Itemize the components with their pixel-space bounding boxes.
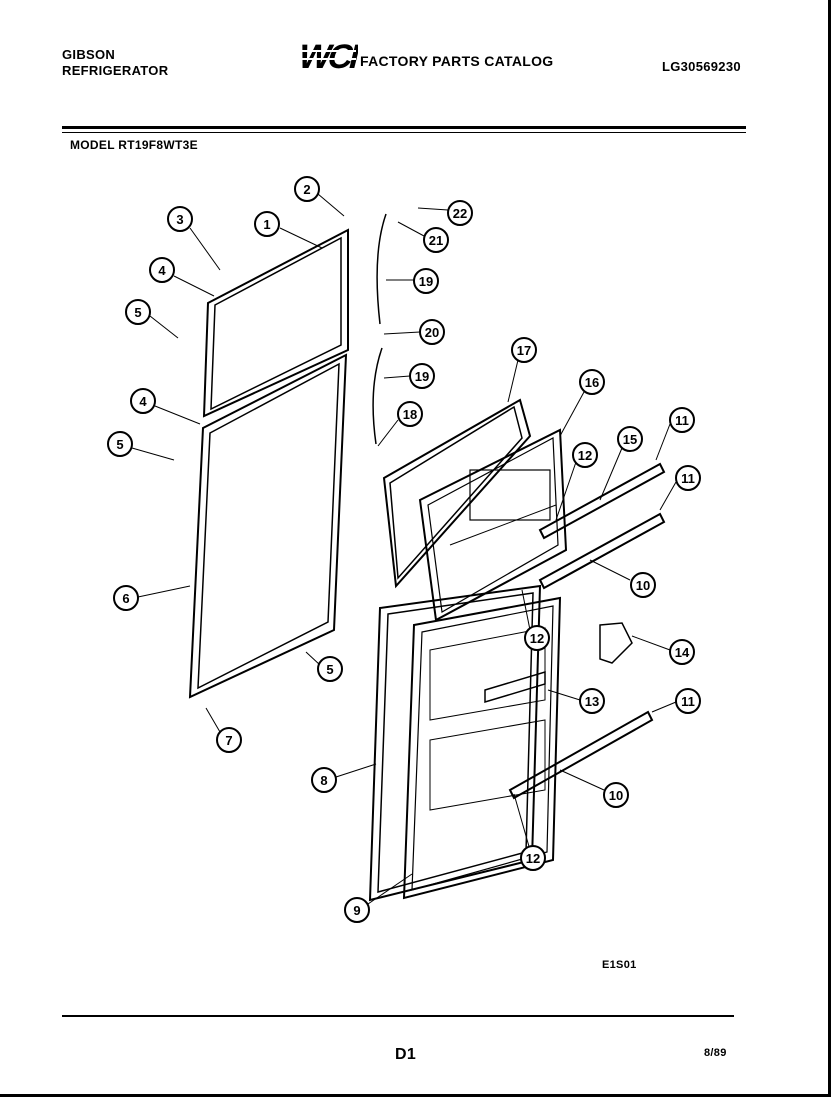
model-number: MODEL RT19F8WT3E (70, 138, 198, 152)
callout-3-label: 3 (176, 212, 183, 227)
callout-4a: 4 (149, 257, 215, 297)
callout-11b-label: 11 (681, 471, 695, 486)
catalog-date: 8/89 (704, 1047, 727, 1059)
callout-4a-label: 4 (158, 263, 166, 278)
callout-9-label: 9 (353, 903, 360, 918)
brand-name: GIBSON (62, 47, 116, 62)
wci-logo: WCI (296, 38, 358, 72)
callout-8-label: 8 (320, 773, 327, 788)
callout-2: 2 (294, 176, 345, 217)
callout-19b: 19 (383, 363, 435, 389)
document-number: LG30569230 (662, 59, 741, 74)
callout-1-label: 1 (263, 217, 270, 232)
callout-11a: 11 (655, 407, 695, 461)
logo-text: WCI (296, 38, 358, 72)
callout-15: 15 (599, 426, 643, 501)
callout-9: 9 (344, 873, 413, 923)
callout-19a-label: 19 (419, 274, 433, 289)
callout-13-label: 13 (585, 694, 599, 709)
fresh-food-door-gasket (188, 353, 348, 699)
freezer-door-liner (382, 398, 568, 622)
callout-14: 14 (631, 635, 695, 665)
product-type: REFRIGERATOR (62, 63, 169, 78)
callout-7-label: 7 (225, 733, 232, 748)
callout-8: 8 (311, 763, 377, 793)
part-callouts: 1 2 3 4 5 4 5 6 5 7 8 9 10 10 11 11 11 1… (107, 176, 701, 923)
callout-18: 18 (377, 401, 423, 447)
hinge-and-handle-parts (372, 213, 633, 704)
footer-rule (62, 1015, 734, 1017)
callout-7: 7 (205, 707, 242, 753)
door-shelf-rails (508, 462, 666, 800)
callout-12a: 12 (555, 442, 598, 521)
callout-6-label: 6 (122, 591, 129, 606)
callout-22-label: 22 (453, 206, 467, 221)
callout-20: 20 (383, 319, 445, 345)
callout-12c-label: 12 (526, 851, 540, 866)
callout-11c: 11 (651, 688, 701, 714)
callout-4b-label: 4 (139, 394, 147, 409)
callout-18-label: 18 (403, 407, 417, 422)
callout-10a-label: 10 (636, 578, 650, 593)
callout-19a: 19 (386, 268, 439, 294)
callout-1: 1 (254, 211, 323, 249)
callout-10b-label: 10 (609, 788, 623, 803)
page-id: D1 (395, 1046, 417, 1063)
freezer-door-gasket (202, 228, 349, 418)
callout-17: 17 (507, 337, 537, 403)
callout-2-label: 2 (303, 182, 310, 197)
callout-5a-label: 5 (134, 305, 141, 320)
callout-5c-label: 5 (326, 662, 333, 677)
callout-6: 6 (113, 585, 191, 611)
callout-11b: 11 (659, 465, 701, 511)
callout-21: 21 (397, 221, 449, 253)
callout-5a: 5 (125, 299, 179, 339)
header-rule-thin (62, 132, 746, 133)
callout-10a: 10 (589, 559, 656, 598)
header-rule (62, 126, 746, 129)
callout-12b-label: 12 (530, 631, 544, 646)
callout-11c-label: 11 (681, 694, 695, 709)
callout-3: 3 (167, 206, 221, 271)
callout-21-label: 21 (429, 233, 443, 248)
callout-11a-label: 11 (675, 413, 689, 428)
callout-4b: 4 (130, 388, 201, 425)
callout-16-label: 16 (585, 375, 599, 390)
callout-19b-label: 19 (415, 369, 429, 384)
callout-17-label: 17 (517, 343, 531, 358)
callout-13: 13 (547, 688, 605, 714)
callout-20-label: 20 (425, 325, 439, 340)
callout-22: 22 (417, 200, 473, 226)
brand-block: GIBSON REFRIGERATOR (62, 47, 168, 79)
callout-12a-label: 12 (578, 448, 592, 463)
callout-5b-label: 5 (116, 437, 123, 452)
drawing-code: E1S01 (602, 959, 637, 971)
callout-15-label: 15 (623, 432, 637, 447)
callout-12c: 12 (513, 793, 546, 871)
callout-14-label: 14 (675, 645, 690, 660)
callout-5b: 5 (107, 431, 175, 461)
callout-12b: 12 (521, 589, 550, 651)
callout-5c: 5 (305, 651, 343, 682)
callout-10b: 10 (559, 769, 629, 808)
catalog-title: FACTORY PARTS CATALOG (360, 53, 554, 69)
callout-16: 16 (559, 369, 605, 437)
